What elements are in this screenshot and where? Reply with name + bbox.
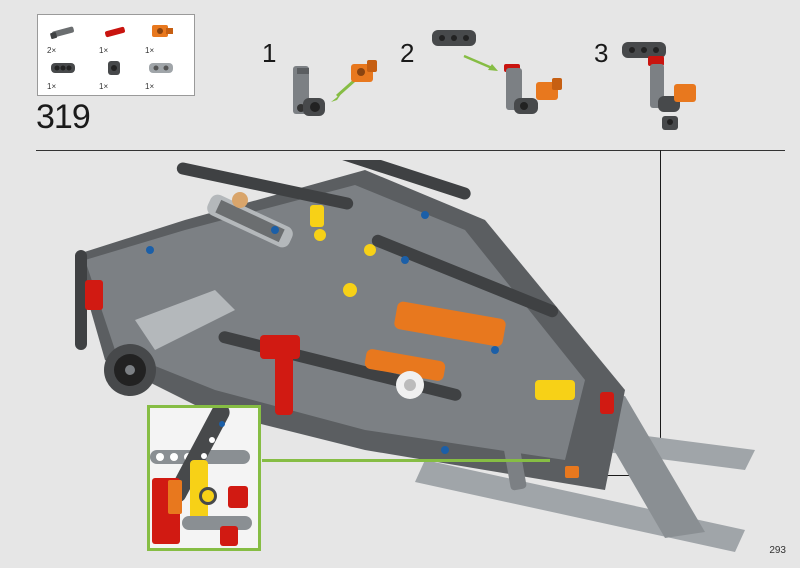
part-item: 1×: [142, 21, 182, 55]
parts-list-box: 2× 1× 1× 1× 1×: [37, 14, 195, 96]
zoom-connector-line: [262, 459, 550, 462]
callout-connector-line: [660, 150, 661, 476]
substep-1-illustration: [293, 60, 377, 116]
part-qty: 1×: [145, 46, 155, 55]
step-number: 319: [36, 98, 91, 136]
axle-pin-red-icon: [105, 26, 125, 38]
callout-connector-line: [592, 475, 661, 476]
substep-label: 1: [262, 38, 277, 68]
part-item: 1×: [142, 57, 182, 91]
zoom-detail-box: [147, 405, 261, 551]
part-item: 1×: [96, 57, 136, 91]
zoom-detail-illustration: [150, 408, 258, 548]
part-item: 1×: [96, 21, 136, 55]
substep-label: 2: [400, 38, 415, 68]
part-qty: 2×: [47, 46, 57, 55]
section-divider: [36, 150, 785, 151]
beam-connector-gray-icon: [149, 63, 173, 73]
axle-pin-gray-icon: [50, 26, 74, 40]
connector-orange-icon: [152, 25, 173, 37]
page-number: 293: [769, 545, 786, 556]
part-qty: 1×: [47, 82, 57, 91]
substep-label: 3: [594, 38, 609, 68]
substep-3-illustration: [622, 42, 696, 130]
pin-connector-dark-icon: [108, 61, 120, 75]
part-qty: 1×: [99, 82, 109, 91]
part-qty: 1×: [99, 46, 109, 55]
part-item: 2×: [44, 21, 84, 55]
part-item: 1×: [44, 57, 84, 91]
substep-2-illustration: [432, 30, 562, 114]
part-qty: 1×: [145, 82, 155, 91]
beam-connector-dark-icon: [51, 63, 75, 73]
